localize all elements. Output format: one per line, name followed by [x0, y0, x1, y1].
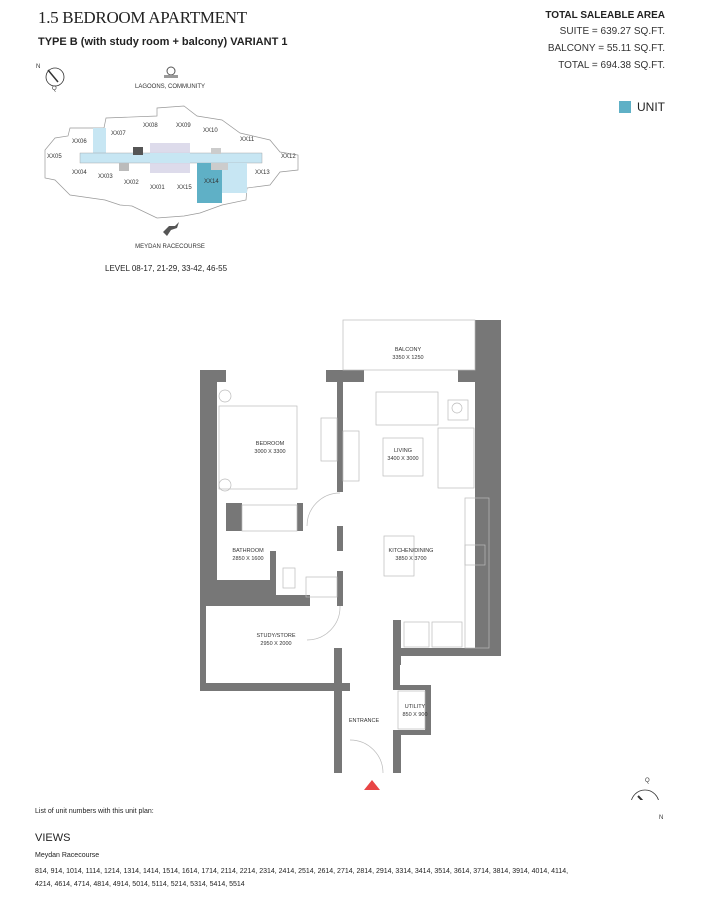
key-unit: XX03 [98, 174, 113, 180]
room-entrance: ENTRANCE [348, 718, 380, 724]
entrance-marker-icon [364, 780, 380, 790]
unit-swatch [619, 101, 631, 113]
key-unit: XX09 [176, 123, 191, 129]
key-unit: XX13 [255, 170, 270, 176]
compass-icon [631, 789, 659, 800]
key-unit: XX06 [72, 139, 87, 145]
total-area: TOTAL = 694.38 SQ.FT. [558, 60, 665, 71]
key-plan [44, 66, 299, 236]
balcony-area: BALCONY = 55.11 SQ.FT. [547, 43, 665, 54]
key-unit: XX02 [124, 180, 139, 186]
key-unit: XX07 [111, 131, 126, 137]
legend-label: UNIT [637, 100, 665, 114]
area-heading: TOTAL SALEABLE AREA [545, 10, 665, 21]
key-unit: XX05 [47, 154, 62, 160]
unit-list-heading: List of unit numbers with this unit plan… [35, 808, 154, 815]
unit-type: TYPE B (with study room + balcony) VARIA… [38, 36, 288, 48]
compass-n: N [36, 64, 41, 70]
key-unit: XX15 [177, 185, 192, 191]
key-unit: XX01 [150, 185, 165, 191]
compass-icon [45, 67, 65, 87]
legend: UNIT [619, 100, 665, 114]
horse-icon [163, 222, 179, 236]
trees-icon [164, 66, 178, 78]
key-unit: XX08 [143, 123, 158, 129]
compass-q: Q [645, 778, 650, 784]
view-name: Meydan Racecourse [35, 852, 100, 859]
key-unit: XX10 [203, 128, 218, 134]
level-info: LEVEL 08-17, 21-29, 33-42, 46-55 [105, 264, 228, 273]
key-unit-selected: XX14 [204, 179, 219, 185]
top-view-label: LAGOONS, COMMUNITY [134, 84, 205, 90]
compass-q: Q [52, 86, 57, 92]
floor-plan [200, 319, 659, 800]
key-unit: XX12 [281, 154, 296, 160]
compass-n: N [659, 815, 664, 821]
bottom-view-label: MEYDAN RACECOURSE [135, 244, 205, 250]
page-title: 1.5 BEDROOM APARTMENT [38, 8, 247, 27]
key-unit: XX04 [72, 170, 87, 176]
unit-numbers: 814, 914, 1014, 1114, 1214, 1314, 1414, … [35, 868, 569, 888]
suite-area: SUITE = 639.27 SQ.FT. [559, 26, 665, 37]
key-unit: XX11 [240, 137, 255, 143]
views-heading: VIEWS [35, 832, 71, 844]
